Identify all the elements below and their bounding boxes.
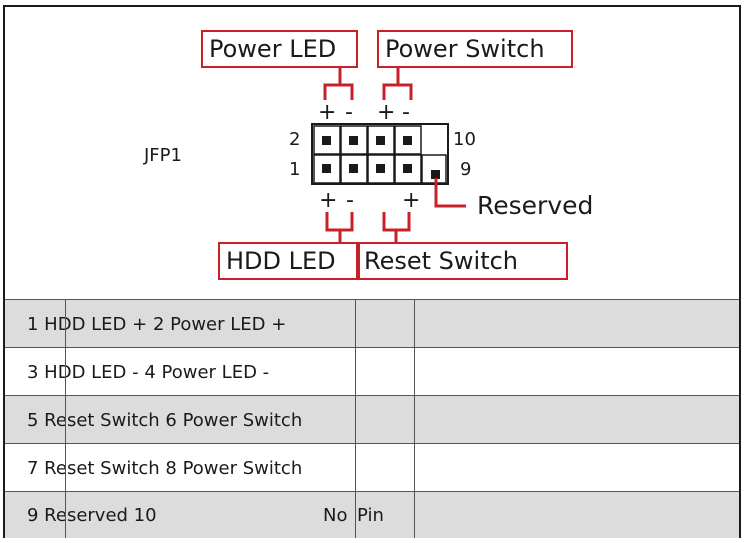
- plus-mark: +: [402, 188, 421, 213]
- pins: [322, 136, 440, 179]
- pin-number-1: 1: [289, 159, 301, 180]
- hdd-led-label: HDD LED: [218, 242, 358, 280]
- minus-mark: -: [402, 100, 410, 125]
- table-row: 1 HDD LED + 2 Power LED +: [5, 299, 739, 347]
- power-switch-bracket: [382, 83, 413, 100]
- hdd-led-bracket: [325, 212, 354, 232]
- pin: [403, 164, 412, 173]
- pin-number-9: 9: [460, 159, 472, 180]
- table-row: 5 Reset Switch 6 Power Switch: [5, 395, 739, 443]
- pin: [322, 136, 331, 145]
- pin: [322, 164, 331, 173]
- reset-switch-label: Reset Switch: [358, 242, 568, 280]
- hdd-led-label-text: HDD LED: [226, 247, 336, 275]
- column-divider: [65, 299, 66, 538]
- connector-name: JFP1: [144, 145, 182, 166]
- pin: [349, 136, 358, 145]
- pin-number-10: 10: [453, 129, 476, 150]
- pin: [376, 164, 385, 173]
- minus-mark: -: [346, 188, 354, 213]
- brackets: [323, 66, 466, 243]
- pin-number-2: 2: [289, 129, 301, 150]
- pin-cell: [313, 125, 341, 155]
- table-row: 9 Reserved 10 No Pin: [5, 491, 739, 538]
- pin-label: Pin: [357, 505, 384, 526]
- no-label: No: [323, 505, 348, 526]
- reserved-leader: [434, 178, 466, 208]
- table-row: 7 Reset Switch 8 Power Switch: [5, 443, 739, 491]
- reset-switch-label-text: Reset Switch: [364, 247, 519, 275]
- row-text: 1 HDD LED + 2 Power LED +: [27, 313, 287, 335]
- power-switch-label: Power Switch: [377, 30, 573, 68]
- row-text: 9 Reserved 10: [27, 505, 157, 526]
- plus-mark: +: [319, 188, 338, 213]
- row-text: 5 Reset Switch 6 Power Switch: [27, 409, 303, 431]
- table-row: 3 HDD LED - 4 Power LED -: [5, 347, 739, 395]
- reserved-label: Reserved: [477, 191, 594, 220]
- pin: [403, 136, 412, 145]
- pin: [376, 136, 385, 145]
- power-led-label: Power LED: [201, 30, 358, 68]
- power-led-bracket: [323, 83, 354, 100]
- minus-mark: -: [345, 100, 353, 125]
- power-led-label-text: Power LED: [209, 35, 337, 63]
- column-divider: [355, 299, 356, 538]
- pin: [349, 164, 358, 173]
- row-text: 3 HDD LED - 4 Power LED -: [27, 361, 270, 383]
- pin-reserved: [431, 170, 440, 179]
- plus-mark: +: [377, 100, 396, 125]
- row-text: 7 Reset Switch 8 Power Switch: [27, 457, 303, 479]
- column-divider: [414, 299, 415, 538]
- power-switch-label-text: Power Switch: [385, 35, 545, 63]
- plus-mark: +: [318, 100, 337, 125]
- reset-switch-bracket: [382, 212, 411, 232]
- connector-diagram: [311, 66, 466, 243]
